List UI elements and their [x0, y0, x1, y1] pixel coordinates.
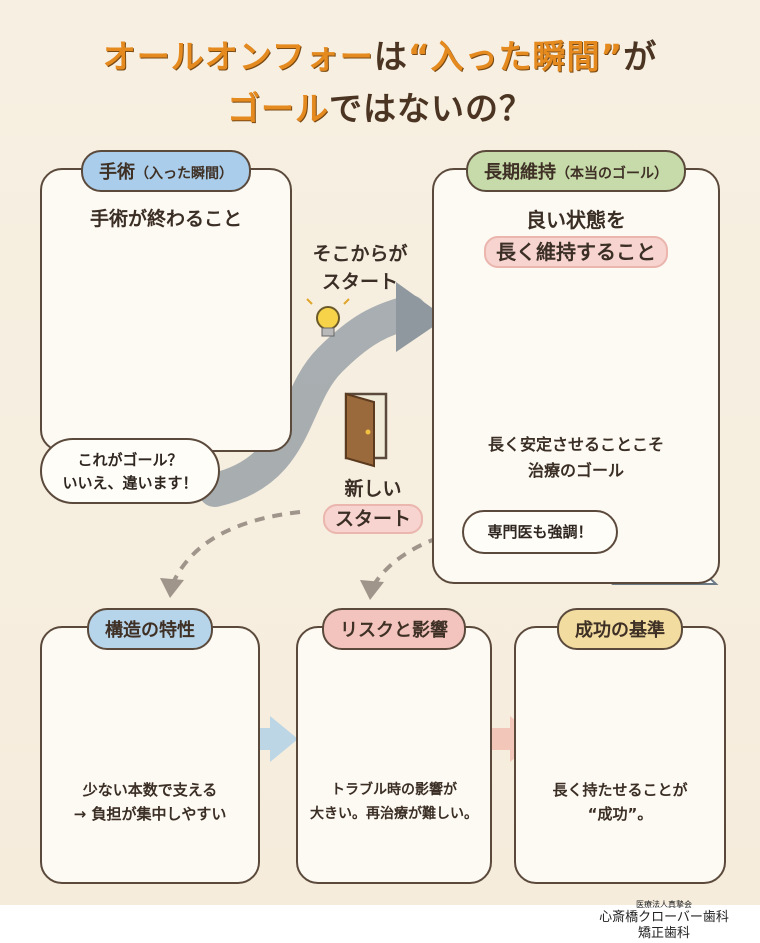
new-start: 新しい スタート: [318, 474, 428, 534]
long-term-heading: 良い状態を 長く維持すること: [434, 204, 718, 268]
title-goal: ゴール: [227, 89, 329, 128]
surgery-heading: 手術が終わること: [89, 208, 242, 230]
long-term-body-line-1: 長く安定させることこそ: [487, 435, 664, 454]
bottom-margin: [0, 905, 760, 943]
success-text-line-2: “成功”。: [587, 805, 653, 823]
curved-arrow-icon: [198, 282, 446, 507]
start-line-2: スタート: [321, 271, 398, 293]
risk-text: トラブル時の影響が 大きい。再治療が難しい。: [298, 778, 490, 826]
structure-text: 少ない本数で支える → 負担が集中しやすい: [42, 778, 258, 826]
structure-card: 構造の特性 少ない本数で支える → 負担が集中しやすい: [40, 608, 260, 884]
title-question: ではないの？: [329, 89, 533, 128]
long-term-body: 長く安定させることこそ 治療のゴール: [434, 432, 718, 484]
lightbulb-icon: [306, 298, 350, 337]
title-all-on-four: オールオンフォー: [102, 37, 374, 76]
dashed-arrowhead-right-icon: [360, 580, 384, 600]
success-card: 成功の基準 長く持たせることが “成功”。: [514, 608, 726, 884]
structure-text-line-1: 少ない本数で支える: [82, 781, 218, 799]
clinic-corp-name: 医療法人真摯会: [636, 900, 692, 909]
success-text: 長く持たせることが “成功”。: [516, 778, 724, 826]
surgery-pill-main: 手術: [99, 162, 135, 183]
title-line-2: ゴールではないの？: [0, 82, 760, 130]
success-pill: 成功の基準: [557, 608, 683, 650]
clinic-logo: 医療法人真摯会 心斎橋クローバー歯科 矯正歯科: [574, 900, 754, 942]
title-particle-ga: が: [623, 37, 658, 76]
long-term-heading-line-1: 良い状態を: [526, 208, 626, 232]
clinic-name: 心斎橋クローバー歯科: [599, 910, 729, 925]
dashed-arrowhead-left-icon: [160, 578, 184, 598]
long-term-body-line-2: 治療のゴール: [527, 461, 624, 480]
new-start-line-2: スタート: [322, 504, 423, 534]
start-from-there: そこからが スタート: [300, 240, 420, 296]
title-particle: は: [373, 37, 408, 76]
surgery-card: 手術（入った瞬間） 手術が終わること: [40, 150, 292, 452]
long-term-pill-main: 長期維持: [484, 162, 556, 183]
clinic-subname: 矯正歯科: [637, 926, 690, 941]
goal-question-line-1: これがゴール？: [77, 451, 183, 469]
long-term-heading-line-2: 長く維持すること: [484, 236, 668, 268]
risk-text-line-1: トラブル時の影響が: [331, 782, 457, 798]
start-line-1: そこからが: [312, 243, 408, 265]
long-term-pill: 長期維持（本当のゴール）: [466, 150, 686, 192]
door-icon: [344, 392, 388, 468]
specialist-emphasis-bubble: 専門医も強調！: [462, 510, 618, 554]
risk-card: リスクと影響 トラブル時の影響が 大きい。再治療が難しい。: [296, 608, 492, 884]
surgery-pill-sub: （入った瞬間）: [135, 166, 233, 182]
goal-question-bubble: これがゴール？ いいえ、違います！: [40, 438, 220, 504]
structure-text-line-2: → 負担が集中しやすい: [73, 805, 227, 823]
new-start-line-1: 新しい: [344, 478, 402, 500]
structure-pill: 構造の特性: [87, 608, 213, 650]
surgery-pill: 手術（入った瞬間）: [81, 150, 251, 192]
dashed-arrow-left-icon: [170, 510, 301, 586]
risk-text-line-2: 大きい。再治療が難しい。: [310, 806, 478, 822]
risk-pill: リスクと影響: [322, 608, 466, 650]
long-term-pill-sub: （本当のゴール）: [556, 166, 668, 182]
goal-question-line-2: いいえ、違います！: [62, 474, 198, 492]
title-moment: “入った瞬間”: [407, 37, 624, 76]
title-line-1: オールオンフォーは“入った瞬間”が: [0, 30, 760, 78]
success-text-line-1: 長く持たせることが: [552, 781, 688, 799]
dashed-arrow-right-icon: [370, 536, 439, 590]
